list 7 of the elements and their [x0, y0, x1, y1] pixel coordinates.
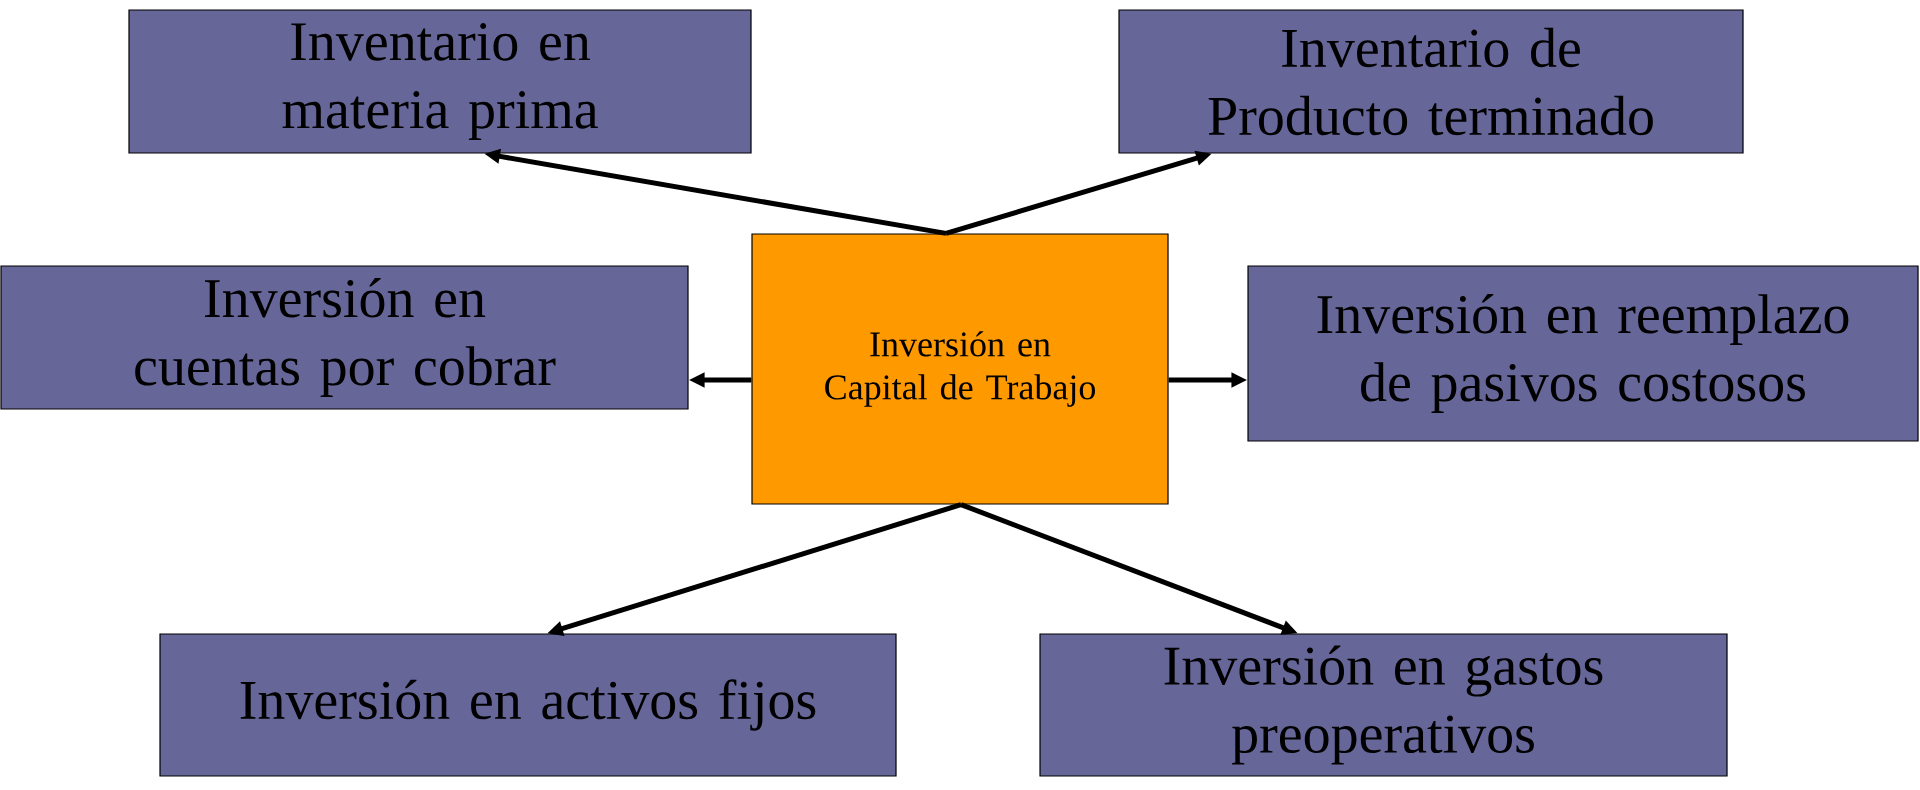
category-box: Inversión en cuentas por cobrar	[0, 265, 689, 410]
category-box: Inversión en reemplazo de pasivos costosos	[1247, 265, 1919, 442]
category-box: Inversión en activos fijos	[159, 633, 897, 777]
center-box: Inversión en Capital de Trabajo	[751, 233, 1169, 505]
category-box: Inventario de Producto terminado	[1118, 9, 1744, 154]
category-box: Inversión en gastos preoperativos	[1039, 633, 1728, 777]
category-box: Inventario en materia prima	[128, 9, 752, 154]
